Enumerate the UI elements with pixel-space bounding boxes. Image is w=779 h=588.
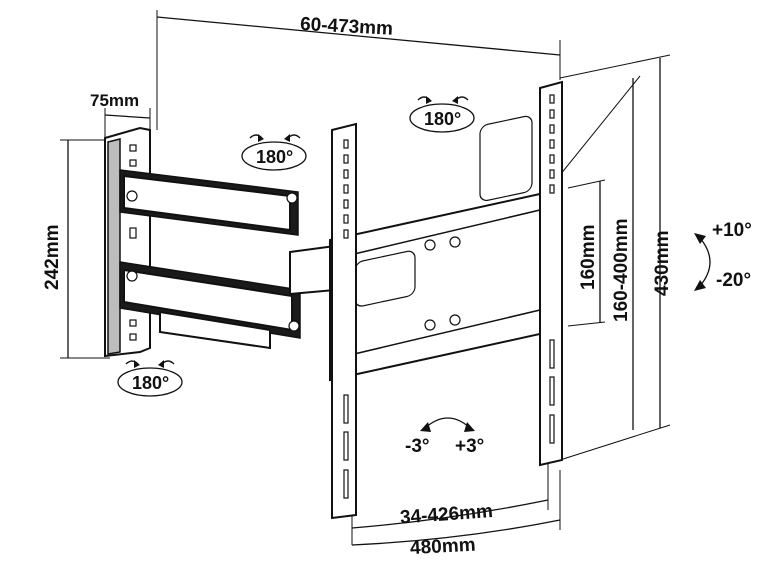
tilt-up-label: +10° <box>712 220 752 241</box>
left-vertical-rail <box>331 122 357 520</box>
rotation-arm-label: 180° <box>256 147 293 167</box>
level-indicator: -3° +3° <box>405 417 484 457</box>
rotation-badge-arm: 180° <box>241 134 307 171</box>
dim-arm-extension: 60-473mm <box>300 14 394 40</box>
dim-vesa-vertical-range: 160-400mm <box>611 218 632 322</box>
dim-rail-width: 480mm <box>410 535 477 559</box>
rotation-badge-top: 180° <box>409 96 475 133</box>
dim-rail-height: 430mm <box>652 231 673 297</box>
lower-arm <box>119 261 301 339</box>
dim-wall-plate-height: 242mm <box>42 225 63 291</box>
right-vertical-rail <box>539 80 563 467</box>
level-left-label: -3° <box>405 436 430 457</box>
rotation-wall-label: 180° <box>132 373 169 393</box>
arm-brace <box>159 310 271 350</box>
tv-bracket-crossbar <box>329 115 559 382</box>
rotation-badge-wall: 180° <box>117 360 183 397</box>
rotation-top-label: 180° <box>424 109 461 129</box>
tilt-indicator: +10° -20° <box>694 220 752 291</box>
dim-vesa-vertical-min: 160mm <box>578 225 599 291</box>
level-right-label: +3° <box>455 436 484 457</box>
wall-plate <box>104 126 151 358</box>
dim-vesa-horizontal: 34-426mm <box>399 501 493 528</box>
dim-wall-plate-depth: 75mm <box>90 91 139 110</box>
pivot-block <box>289 244 336 296</box>
tilt-down-label: -20° <box>716 270 751 291</box>
upper-arm <box>119 169 299 236</box>
